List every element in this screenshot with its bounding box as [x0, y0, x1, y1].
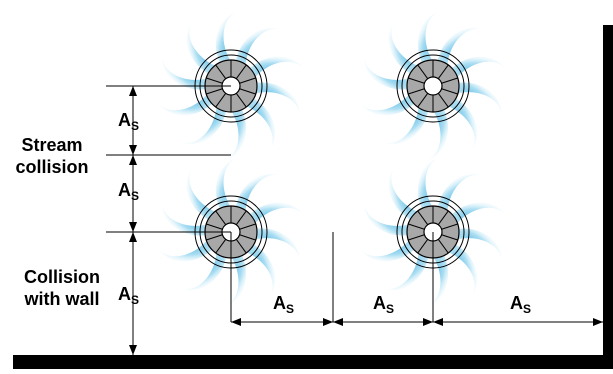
swirl-nozzle-icon: [358, 8, 509, 163]
stream-collision-text: Stream collision: [15, 135, 88, 177]
dimension-label-horizontal-1: AS: [273, 293, 294, 319]
arrowheads: [129, 86, 603, 355]
floor-wall: [13, 355, 613, 369]
stream-collision-label: Stream collision: [2, 134, 102, 178]
dimension-subscript: S: [131, 119, 139, 133]
dimension-arrow-icon: [323, 318, 333, 326]
dimension-arrow-icon: [129, 86, 137, 96]
dimension-symbol: A: [510, 293, 523, 313]
dimension-arrow-icon: [129, 222, 137, 232]
dimension-symbol: A: [118, 284, 131, 304]
collision-with-wall-text: Collision with wall: [24, 267, 100, 309]
collision-with-wall-label: Collision with wall: [2, 266, 122, 310]
dimension-label-horizontal-3: AS: [510, 293, 531, 319]
dimension-symbol: A: [118, 180, 131, 200]
dimension-label-vertical-bottom: AS: [118, 284, 139, 310]
dimension-arrow-icon: [423, 318, 433, 326]
dimension-arrow-icon: [593, 318, 603, 326]
dimension-label-horizontal-2: AS: [373, 293, 394, 319]
dimension-symbol: A: [118, 110, 131, 130]
dimension-arrow-icon: [129, 155, 137, 165]
dimension-symbol: A: [373, 293, 386, 313]
dimension-arrow-icon: [129, 145, 137, 155]
dimension-subscript: S: [386, 302, 394, 316]
dimension-symbol: A: [273, 293, 286, 313]
nozzle-group: [156, 8, 509, 309]
dimension-arrow-icon: [433, 318, 443, 326]
dimension-arrow-icon: [129, 345, 137, 355]
dimension-label-vertical-middle: AS: [118, 180, 139, 206]
dimension-arrow-icon: [333, 318, 343, 326]
dimension-subscript: S: [131, 293, 139, 307]
right-wall: [603, 25, 613, 355]
dimension-arrow-icon: [129, 232, 137, 242]
dimension-label-vertical-top: AS: [118, 110, 139, 136]
dimension-arrow-icon: [231, 318, 241, 326]
dimension-subscript: S: [523, 302, 531, 316]
dimension-subscript: S: [131, 189, 139, 203]
dimension-subscript: S: [286, 302, 294, 316]
